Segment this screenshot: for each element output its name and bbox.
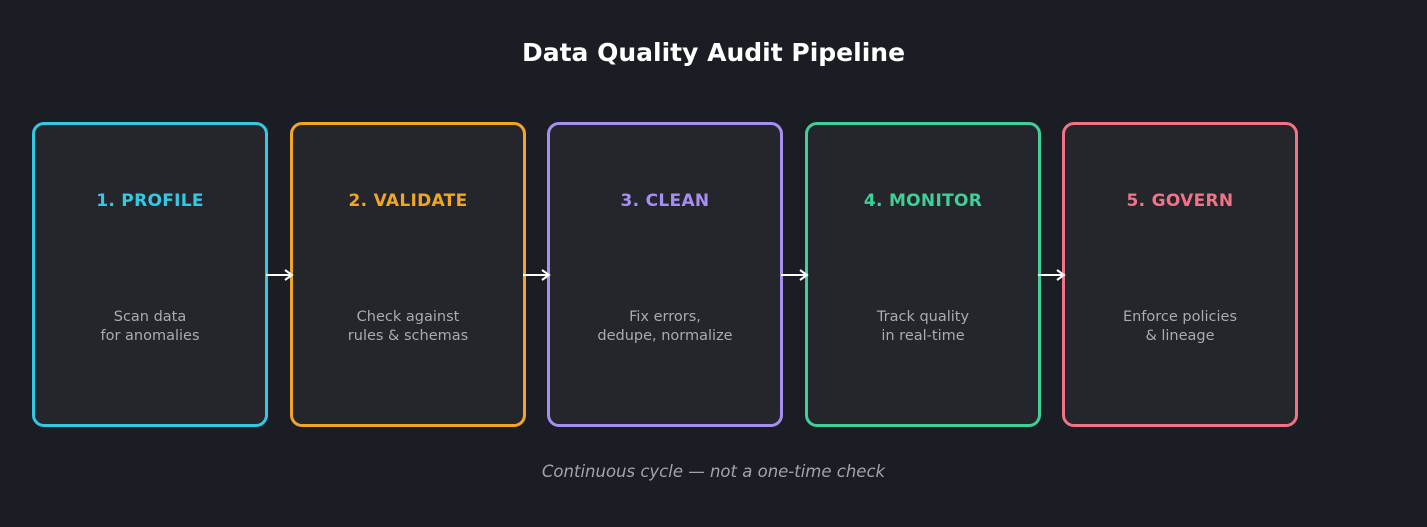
stage-description-line: Scan data [113,309,187,325]
stage-description: Check against rules & schemas [293,308,523,345]
stage-title: 5. GOVERN [1126,191,1234,211]
footer-caption: Continuous cycle — not a one-time check [541,462,886,481]
stage-monitor: 4. MONITOR Track quality in real-time [805,122,1041,427]
stage-description-line: in real-time [881,327,965,344]
stage-description-line: dedupe, normalize [597,327,733,344]
stage-description-line: & lineage [1145,327,1215,344]
stage-description-line: for anomalies [100,327,200,344]
stage-description-line: Fix errors, [629,309,701,325]
stage-clean: 3. CLEAN Fix errors, dedupe, normalize [547,122,783,427]
diagram-title: Data Quality Audit Pipeline [521,38,906,67]
stage-description-line: Track quality [876,309,970,325]
stage-govern: 5. GOVERN Enforce policies & lineage [1062,122,1298,427]
stage-validate: 2. VALIDATE Check against rules & schema… [290,122,526,427]
stage-description-line: Check against [356,309,460,325]
arrow-right-icon [1038,269,1066,281]
stage-description: Scan data for anomalies [35,308,265,345]
arrow-right-icon [266,269,294,281]
stage-title: 3. CLEAN [620,191,710,211]
stage-description: Fix errors, dedupe, normalize [550,308,780,345]
stage-description-line: Enforce policies [1122,309,1238,325]
stage-title: 1. PROFILE [96,191,204,211]
stage-profile: 1. PROFILE Scan data for anomalies [32,122,268,427]
stage-description: Enforce policies & lineage [1065,308,1295,345]
stage-description-line: rules & schemas [347,327,469,344]
stage-title: 2. VALIDATE [348,191,468,211]
arrow-right-icon [523,269,551,281]
stage-title: 4. MONITOR [863,191,983,211]
stage-description: Track quality in real-time [808,308,1038,345]
arrow-right-icon [781,269,809,281]
